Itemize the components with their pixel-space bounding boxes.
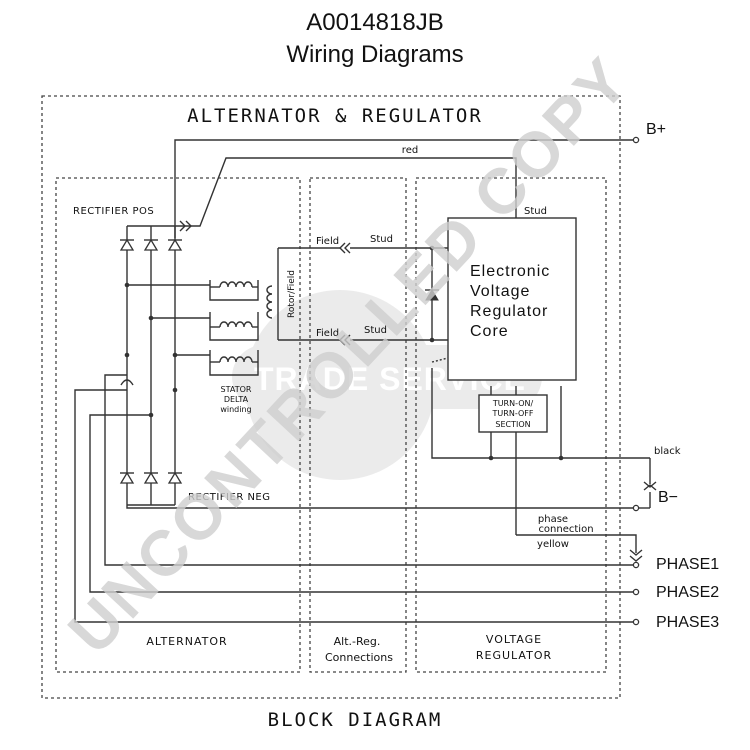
rotor-coil <box>266 285 273 319</box>
rotor-field-label: Rotor/Field <box>287 270 297 318</box>
stud-bottom-label: Stud <box>364 325 387 336</box>
phase-connection-label-2: connection <box>538 524 593 535</box>
yellow-wire-label: yellow <box>537 539 569 550</box>
diagram-subtitle: Wiring Diagrams <box>286 41 463 68</box>
evr-line-1: Electronic <box>470 263 550 280</box>
evr-line-3: Regulator <box>470 303 548 320</box>
evr-line-4: Core <box>470 323 509 340</box>
outer-block-box <box>41 95 621 699</box>
electronic-regulator-box <box>447 217 577 381</box>
rectifier-neg-label: RECTIFIER NEG <box>188 492 271 503</box>
rectifier-pos-label: RECTIFIER POS <box>73 206 154 217</box>
stud-top-label: Stud <box>370 234 393 245</box>
block-diagram-label: BLOCK DIAGRAM <box>268 709 443 731</box>
wires <box>74 139 651 623</box>
evr-line-2: Voltage <box>470 283 530 300</box>
turn-label-1: TURN-ON/ <box>492 399 534 408</box>
stator-label-2: DELTA <box>224 395 249 404</box>
turn-on-off-box <box>478 394 548 433</box>
phase-connection-label-1: phase <box>538 514 568 525</box>
connector-chevrons <box>179 220 657 562</box>
rectifier-pos-diodes <box>119 238 183 251</box>
turn-label-3: SECTION <box>495 420 530 429</box>
black-wire-label: black <box>654 446 681 457</box>
turn-label-2: TURN-OFF <box>492 409 534 418</box>
field-top-label: Field <box>316 236 339 247</box>
stator-label-3: winding <box>220 405 251 414</box>
connections-section-box <box>309 177 407 673</box>
b-plus-terminal: B+ <box>646 121 666 138</box>
field-bottom-label: Field <box>316 328 339 339</box>
section-connections-label-2: Connections <box>325 651 393 664</box>
stator-label-1: STATOR <box>221 385 252 394</box>
alternator-section-box <box>55 177 301 673</box>
section-voltage-label-2: REGULATOR <box>476 649 552 662</box>
section-connections-label-1: Alt.-Reg. <box>334 635 381 648</box>
section-alternator-label: ALTERNATOR <box>146 635 227 648</box>
rectifier-neg-diodes <box>119 471 183 484</box>
phase1-terminal: PHASE1 <box>656 556 719 573</box>
phase2-terminal: PHASE2 <box>656 584 719 601</box>
red-wire-label: red <box>402 145 418 156</box>
section-voltage-label-1: VOLTAGE <box>486 633 542 646</box>
terminal-dots <box>124 136 640 626</box>
part-number-title: A0014818JB <box>306 9 443 36</box>
phase3-terminal: PHASE3 <box>656 614 719 631</box>
b-minus-terminal: B− <box>658 489 678 506</box>
stator-coils <box>210 281 258 363</box>
regulator-diode <box>425 289 439 301</box>
alt-reg-title: ALTERNATOR & REGULATOR <box>187 105 483 127</box>
stud-reg-label: Stud <box>524 206 547 217</box>
